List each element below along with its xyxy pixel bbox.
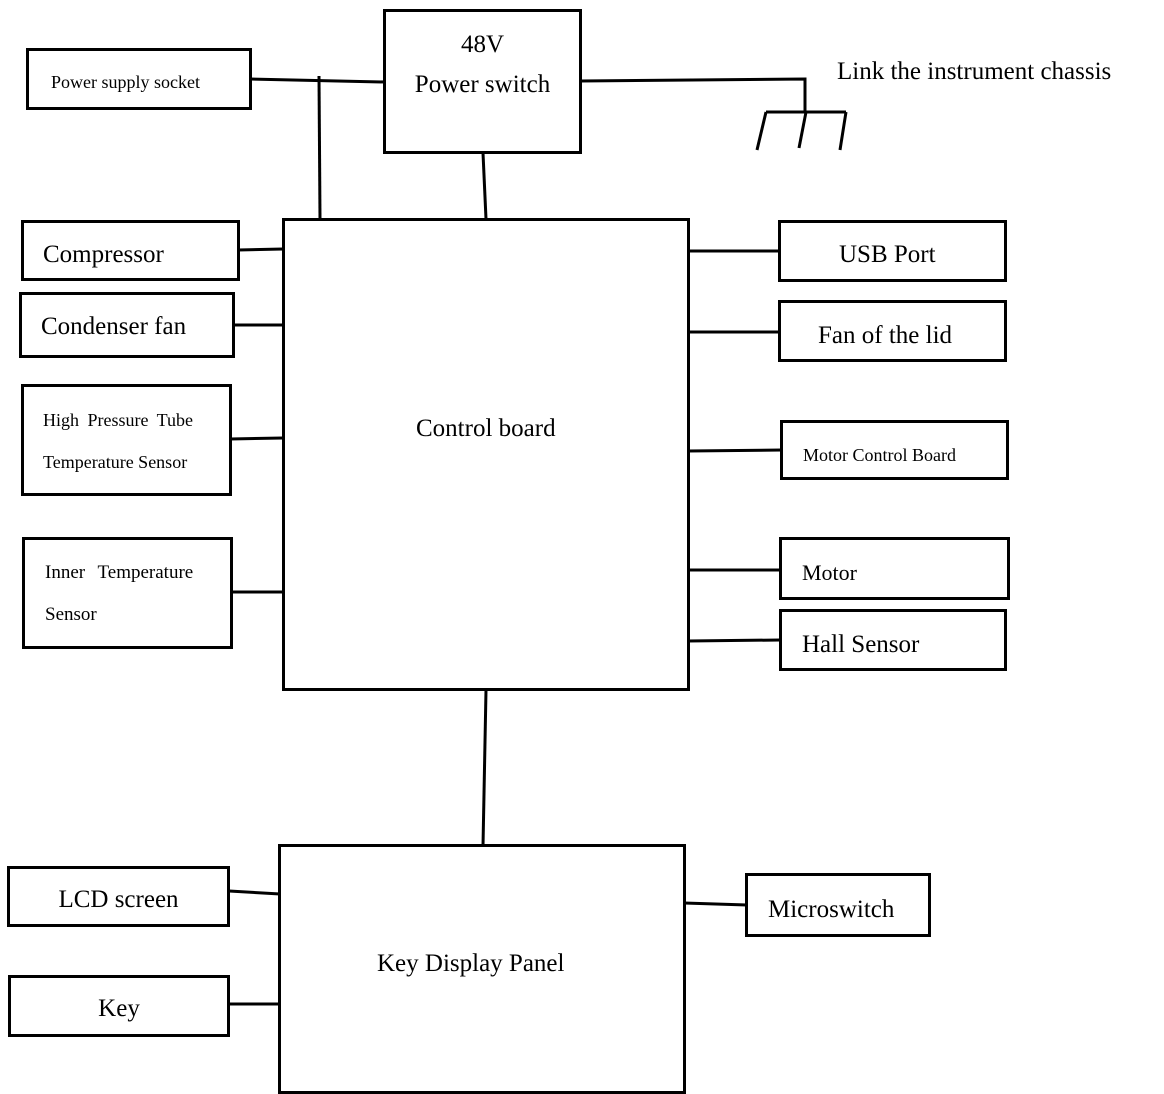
motor-box: Motor bbox=[779, 537, 1010, 600]
key-label: Key bbox=[98, 995, 140, 1022]
compressor-box: Compressor bbox=[21, 220, 240, 281]
lid-fan-label: Fan of the lid bbox=[818, 322, 953, 349]
hall-sensor-box: Hall Sensor bbox=[779, 609, 1007, 671]
power-switch-label: Power switch bbox=[414, 71, 551, 98]
power-switch-voltage: 48V bbox=[460, 31, 505, 58]
lid-fan-box: Fan of the lid bbox=[778, 300, 1007, 362]
lcd-screen-label: LCD screen bbox=[58, 886, 179, 913]
motor-label: Motor bbox=[802, 560, 857, 585]
microswitch-box: Microswitch bbox=[745, 873, 931, 937]
key-box: Key bbox=[8, 975, 230, 1037]
chassis-label: Link the instrument chassis bbox=[837, 58, 1112, 85]
compressor-label: Compressor bbox=[43, 241, 164, 268]
power-switch-box: 48V Power switch bbox=[383, 9, 582, 154]
power-supply-socket-label: Power supply socket bbox=[51, 72, 200, 92]
condenser-fan-label: Condenser fan bbox=[41, 313, 187, 340]
inner-temperature-sensor-box: Inner Temperature Sensor bbox=[22, 537, 233, 649]
usb-port-box: USB Port bbox=[778, 220, 1007, 282]
key-display-panel-box: Key Display Panel bbox=[278, 844, 686, 1094]
control-board-label: Control board bbox=[416, 415, 556, 442]
motor-control-board-box: Motor Control Board bbox=[780, 420, 1009, 480]
lcd-screen-box: LCD screen bbox=[7, 866, 230, 927]
key-display-panel-label: Key Display Panel bbox=[377, 950, 565, 977]
high-pressure-sensor-line1: High Pressure Tube bbox=[43, 410, 194, 430]
usb-port-label: USB Port bbox=[839, 241, 936, 268]
hall-sensor-label: Hall Sensor bbox=[802, 631, 920, 658]
motor-control-board-label: Motor Control Board bbox=[803, 445, 956, 465]
condenser-fan-box: Condenser fan bbox=[19, 292, 235, 358]
inner-temperature-sensor-line1: Inner Temperature bbox=[45, 562, 194, 583]
high-pressure-sensor-line2: Temperature Sensor bbox=[43, 452, 188, 472]
high-pressure-sensor-box: High Pressure Tube Temperature Sensor bbox=[21, 384, 232, 496]
control-board-box: Control board bbox=[282, 218, 690, 691]
power-supply-socket-box: Power supply socket bbox=[26, 48, 252, 110]
inner-temperature-sensor-line2: Sensor bbox=[45, 604, 97, 625]
microswitch-label: Microswitch bbox=[768, 896, 895, 923]
